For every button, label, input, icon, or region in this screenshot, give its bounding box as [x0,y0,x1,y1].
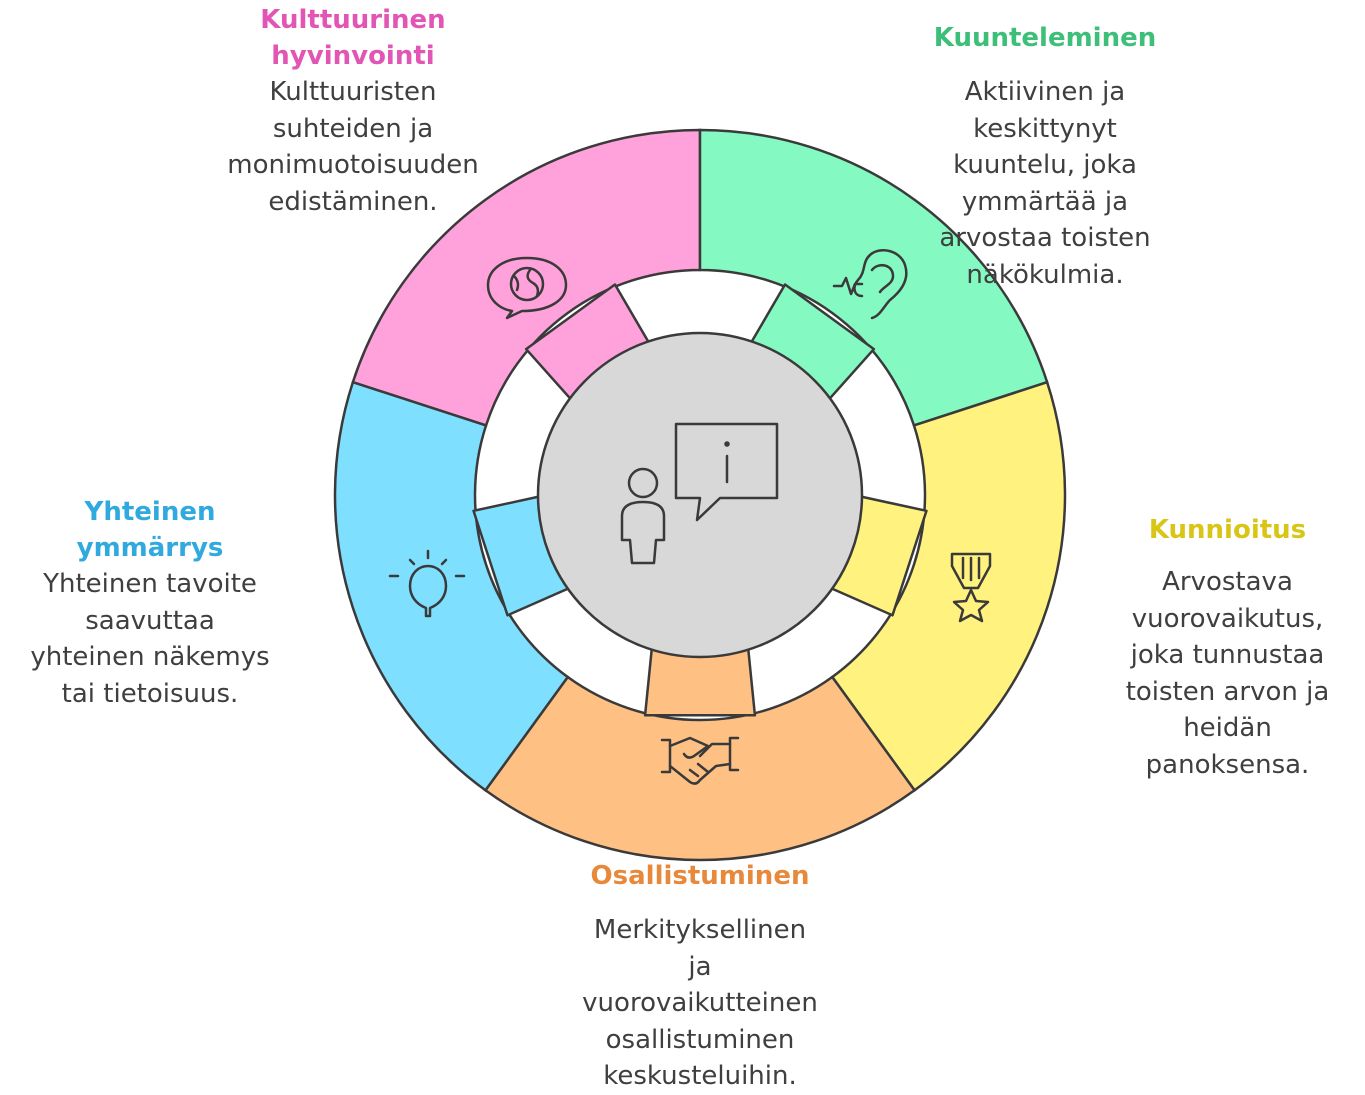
respect-description: Arvostava vuorovaikutus, joka tunnustaa … [1125,567,1330,780]
handshake-icon [660,736,740,785]
listening-label: Kuunteleminen Aktiivinen ja keskittynyt … [900,20,1190,293]
participation-label: Osallistuminen Merkityksellinen ja vuoro… [540,858,860,1095]
shared-understanding-description: Yhteinen tavoite saavuttaa yhteinen näke… [30,569,270,709]
ear-icon [832,249,908,320]
lightbulb-icon [388,549,466,618]
participation-title: Osallistuminen [590,861,810,891]
listening-description: Aktiivinen ja keskittynyt kuuntelu, joka… [939,77,1151,290]
respect-title: Kunnioitus [1148,515,1307,545]
person-info-speech-icon [620,422,779,565]
respect-label: Kunnioitus Arvostava vuorovaikutus, joka… [1115,512,1340,783]
globe-speech-icon [486,256,568,320]
cultural-wellbeing-label: Kulttuurinen hyvinvointi Kulttuuristen s… [188,2,518,220]
shared-understanding-label: Yhteinen ymmärrys Yhteinen tavoite saavu… [5,494,295,712]
medal-icon [950,552,992,623]
cultural-wellbeing-title: Kulttuurinen hyvinvointi [260,5,446,71]
cultural-wellbeing-description: Kulttuuristen suhteiden ja monimuotoisuu… [227,77,479,217]
listening-title: Kuunteleminen [933,23,1157,53]
participation-description: Merkityksellinen ja vuorovaikutteinen os… [582,915,818,1091]
center-circle [536,331,864,659]
shared-understanding-title: Yhteinen ymmärrys [76,497,224,563]
